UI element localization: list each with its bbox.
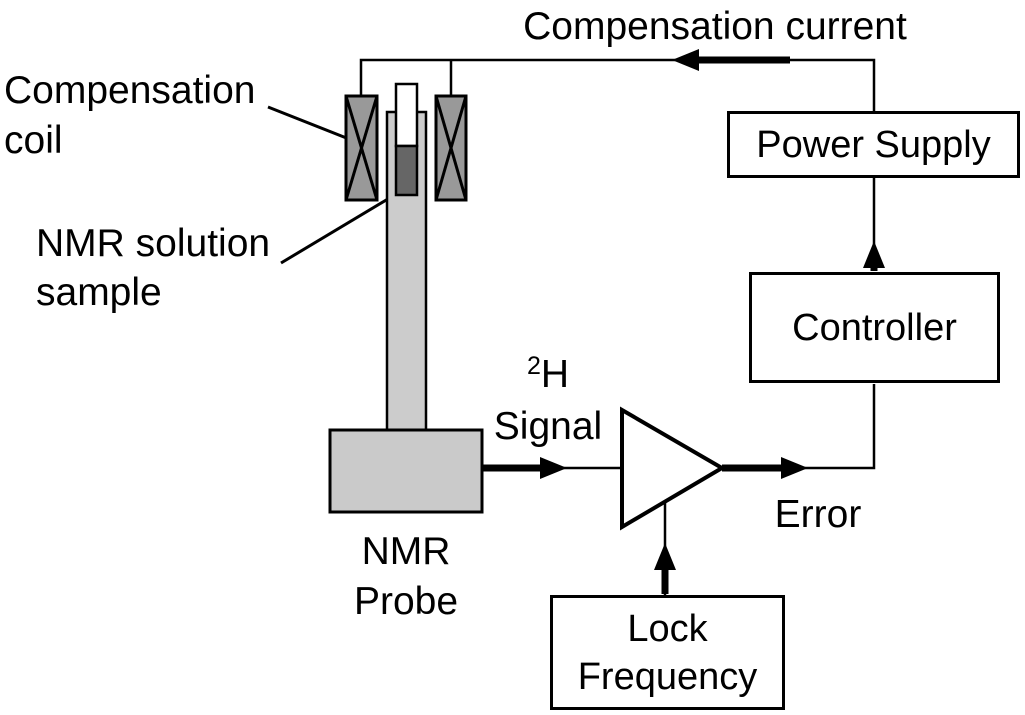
deuterium-signal-label: 2H Signal: [468, 349, 628, 453]
lock-frequency-line1: Lock: [627, 607, 708, 650]
compensation-coil-left: [344, 94, 379, 202]
compensation-coil-line2: coil: [4, 119, 63, 162]
lock-frequency-line2: Frequency: [577, 655, 758, 698]
nmr-probe-line2: Probe: [353, 580, 459, 623]
nmr-solution-sample: [394, 144, 419, 197]
compensation-arrowhead-left-icon: [672, 49, 699, 71]
sample-tube-glass: [394, 82, 419, 148]
nmr-probe-body: [328, 428, 484, 514]
lock-arrowhead-up-icon: [654, 543, 676, 570]
nmr-solution-sample-label: NMR solution sample: [36, 219, 270, 317]
compensation-current-label: Compensation current: [523, 5, 907, 48]
controller-arrowhead-up-icon: [863, 241, 885, 268]
signal-word: Signal: [493, 405, 603, 448]
nmr-probe-line1: NMR: [361, 530, 451, 573]
power-supply-label: Power Supply: [756, 123, 991, 166]
compensation-coil-label: Compensation coil: [4, 66, 255, 166]
error-arrowhead-right-icon: [781, 457, 808, 479]
nmr-solution-sample-line2: sample: [36, 271, 162, 314]
lock-frequency-box: Lock Frequency: [550, 595, 785, 710]
power-supply-box: Power Supply: [727, 111, 1020, 178]
compensation-coil-pointer-line: [267, 105, 355, 143]
deuterium-isotope-line: 2H: [468, 349, 628, 401]
nmr-probe-label: NMR Probe: [330, 527, 482, 627]
controller-label: Controller: [792, 306, 957, 349]
amplifier-triangle: [620, 406, 726, 531]
lock-frequency-label: Lock Frequency: [578, 605, 758, 701]
signal-arrowhead-right-icon: [540, 457, 567, 479]
isotope-mass-number: 2: [526, 352, 541, 380]
isotope-symbol: H: [540, 353, 570, 396]
compensation-current-wire: [359, 58, 876, 111]
compensation-coil-line1: Compensation: [4, 69, 256, 112]
nmr-solution-sample-line1: NMR solution: [36, 222, 271, 265]
coil-right-cross-line-2: [434, 95, 468, 201]
error-label: Error: [774, 493, 862, 536]
controller-box: Controller: [749, 272, 1000, 383]
compensation-coil-right: [434, 94, 468, 202]
error-signal-wire: [722, 384, 876, 470]
coil-left-cross-line-2: [344, 95, 379, 201]
